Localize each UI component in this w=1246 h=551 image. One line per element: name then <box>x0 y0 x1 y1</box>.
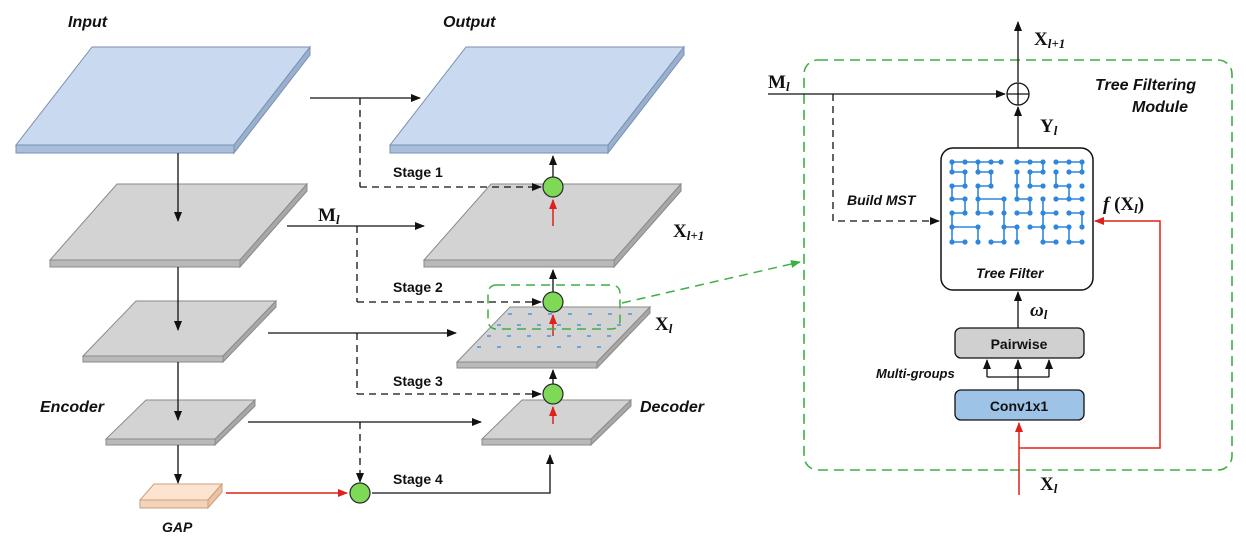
tree-filter-label: Tree Filter <box>976 265 1045 281</box>
encoder-plate-2 <box>81 299 278 364</box>
pixel-grid-dots <box>477 313 632 348</box>
build-mst-dashed <box>832 94 940 225</box>
multi-groups-label: Multi-groups <box>876 366 955 381</box>
decoder-label: Decoder <box>640 399 705 416</box>
omega-l-symbol: ωl <box>1030 300 1048 322</box>
build-mst-label: Build MST <box>847 192 917 208</box>
gap-block <box>138 482 224 510</box>
stage3-node <box>542 383 564 405</box>
conv-label: Conv1x1 <box>990 398 1049 414</box>
zoom-connector <box>621 260 801 304</box>
m-l-right-symbol: Ml <box>768 72 790 94</box>
input-plate <box>14 45 312 155</box>
input-label: Input <box>68 14 108 31</box>
stage2-label: Stage 2 <box>393 279 443 295</box>
x-l-left-symbol: Xl <box>655 314 673 336</box>
decoder-plate-3 <box>480 398 633 447</box>
multi-group-arrows <box>983 359 1053 390</box>
stage1-label: Stage 1 <box>393 164 443 180</box>
pairwise-label: Pairwise <box>991 336 1048 352</box>
highlight-box <box>487 284 621 330</box>
stage4-path <box>372 454 554 494</box>
guidance-dashed-lines <box>356 98 542 483</box>
output-plate <box>388 45 686 155</box>
stage3-label: Stage 3 <box>393 373 443 389</box>
stage4-label: Stage 4 <box>393 471 443 487</box>
tree-filter-box <box>940 147 1094 291</box>
x-l-to-tree-filter <box>1019 217 1161 449</box>
module-title-line1: Tree Filtering <box>1095 77 1196 94</box>
skip-connections <box>248 94 482 426</box>
m-l-left-symbol: Ml <box>318 205 340 227</box>
module-title-line2: Module <box>1132 99 1188 116</box>
output-label: Output <box>443 14 496 31</box>
sum-node <box>1006 82 1030 106</box>
y-l-symbol: Yl <box>1040 116 1058 138</box>
encoder-label: Encoder <box>40 399 105 416</box>
fusion-nodes <box>349 176 564 504</box>
pairwise-box <box>954 327 1085 359</box>
stage1-node <box>542 176 564 198</box>
encoder-plate-3 <box>104 398 257 447</box>
gap-label: GAP <box>162 519 193 535</box>
x-l-bottom-symbol: Xl <box>1040 474 1058 496</box>
x-l1-left-symbol: Xl+1 <box>673 221 704 243</box>
f-x-symbol: f (Xl) <box>1103 194 1144 216</box>
stage2-node <box>542 291 564 313</box>
x-l1-top-symbol: Xl+1 <box>1034 29 1065 51</box>
encoder-plate-1 <box>48 182 309 269</box>
stage4-node <box>349 482 371 504</box>
conv-box <box>954 389 1085 421</box>
tree-nodes <box>949 159 1085 245</box>
